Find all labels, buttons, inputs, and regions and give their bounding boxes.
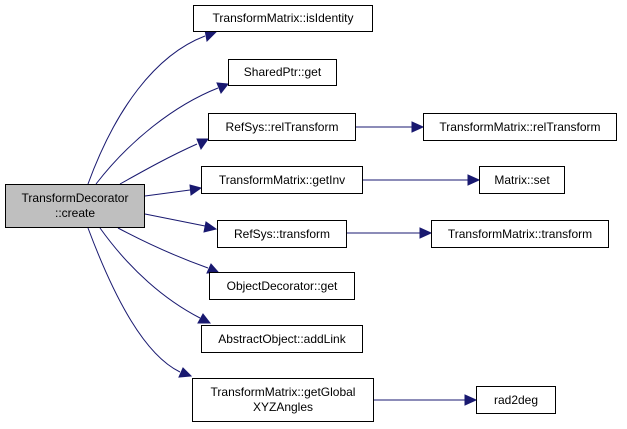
- node-transformmatrix-getinv[interactable]: TransformMatrix::getInv: [201, 166, 363, 194]
- arrowhead: [419, 227, 433, 239]
- node-matrix-set[interactable]: Matrix::set: [479, 166, 565, 194]
- node-label: AbstractObject::addLink: [218, 331, 346, 346]
- edge-root-addlink: [99, 227, 201, 319]
- node-label: RefSys::relTransform: [225, 119, 339, 134]
- arrowhead: [203, 221, 218, 233]
- node-refsys-reltransform[interactable]: RefSys::relTransform: [208, 113, 356, 141]
- node-transformmatrix-reltransform[interactable]: TransformMatrix::relTransform: [423, 113, 617, 141]
- node-label-line2: XYZAngles: [252, 400, 314, 414]
- node-label: SharedPtr::get: [243, 65, 322, 79]
- edge-root-getglobal: [87, 227, 181, 373]
- arrowhead: [467, 174, 481, 186]
- arrowhead: [178, 367, 193, 378]
- node-transformdecorator-create[interactable]: TransformDecorator ::create: [5, 184, 145, 228]
- edge-root-refsys-transform: [144, 213, 206, 227]
- node-transformmatrix-getglobalxyzangles[interactable]: TransformMatrix::getGlobal XYZAngles: [192, 378, 374, 422]
- edge-root-isidentity: [87, 35, 206, 185]
- node-label: TransformMatrix::transform: [447, 226, 593, 241]
- node-label: Matrix::set: [494, 172, 550, 187]
- edge-root-objdec: [117, 227, 209, 269]
- arrowhead: [411, 121, 425, 133]
- node-rad2deg[interactable]: rad2deg: [476, 386, 556, 414]
- node-label: RefSys::transform: [233, 226, 331, 241]
- node-label-line1: TransformDecorator: [21, 191, 129, 205]
- arrowhead: [196, 138, 209, 151]
- node-label: TransformMatrix::relTransform: [439, 119, 601, 134]
- node-label-line2: ::create: [54, 206, 96, 220]
- edge-root-getinv: [144, 189, 191, 197]
- arrowhead: [197, 313, 212, 324]
- edge-root-sharedptr: [95, 87, 219, 185]
- arrowhead: [216, 82, 229, 94]
- node-transformmatrix-transform[interactable]: TransformMatrix::transform: [431, 220, 609, 248]
- arrowhead: [189, 184, 203, 196]
- node-label: ObjectDecorator::get: [226, 278, 338, 293]
- node-objectdecorator-get[interactable]: ObjectDecorator::get: [209, 272, 355, 300]
- node-abstractobject-addlink[interactable]: AbstractObject::addLink: [201, 325, 363, 353]
- arrowhead: [464, 394, 478, 406]
- node-label: rad2deg: [493, 392, 539, 407]
- node-label-line1: TransformMatrix::getGlobal: [210, 385, 356, 399]
- node-transformmatrix-isidentity[interactable]: TransformMatrix::isIdentity: [193, 5, 373, 32]
- node-label: TransformMatrix::isIdentity: [212, 11, 354, 25]
- node-sharedptr-get[interactable]: SharedPtr::get: [228, 59, 337, 86]
- node-label: TransformMatrix::getInv: [218, 172, 346, 187]
- edge-root-relsys: [119, 143, 198, 185]
- node-refsys-transform[interactable]: RefSys::transform: [217, 220, 347, 248]
